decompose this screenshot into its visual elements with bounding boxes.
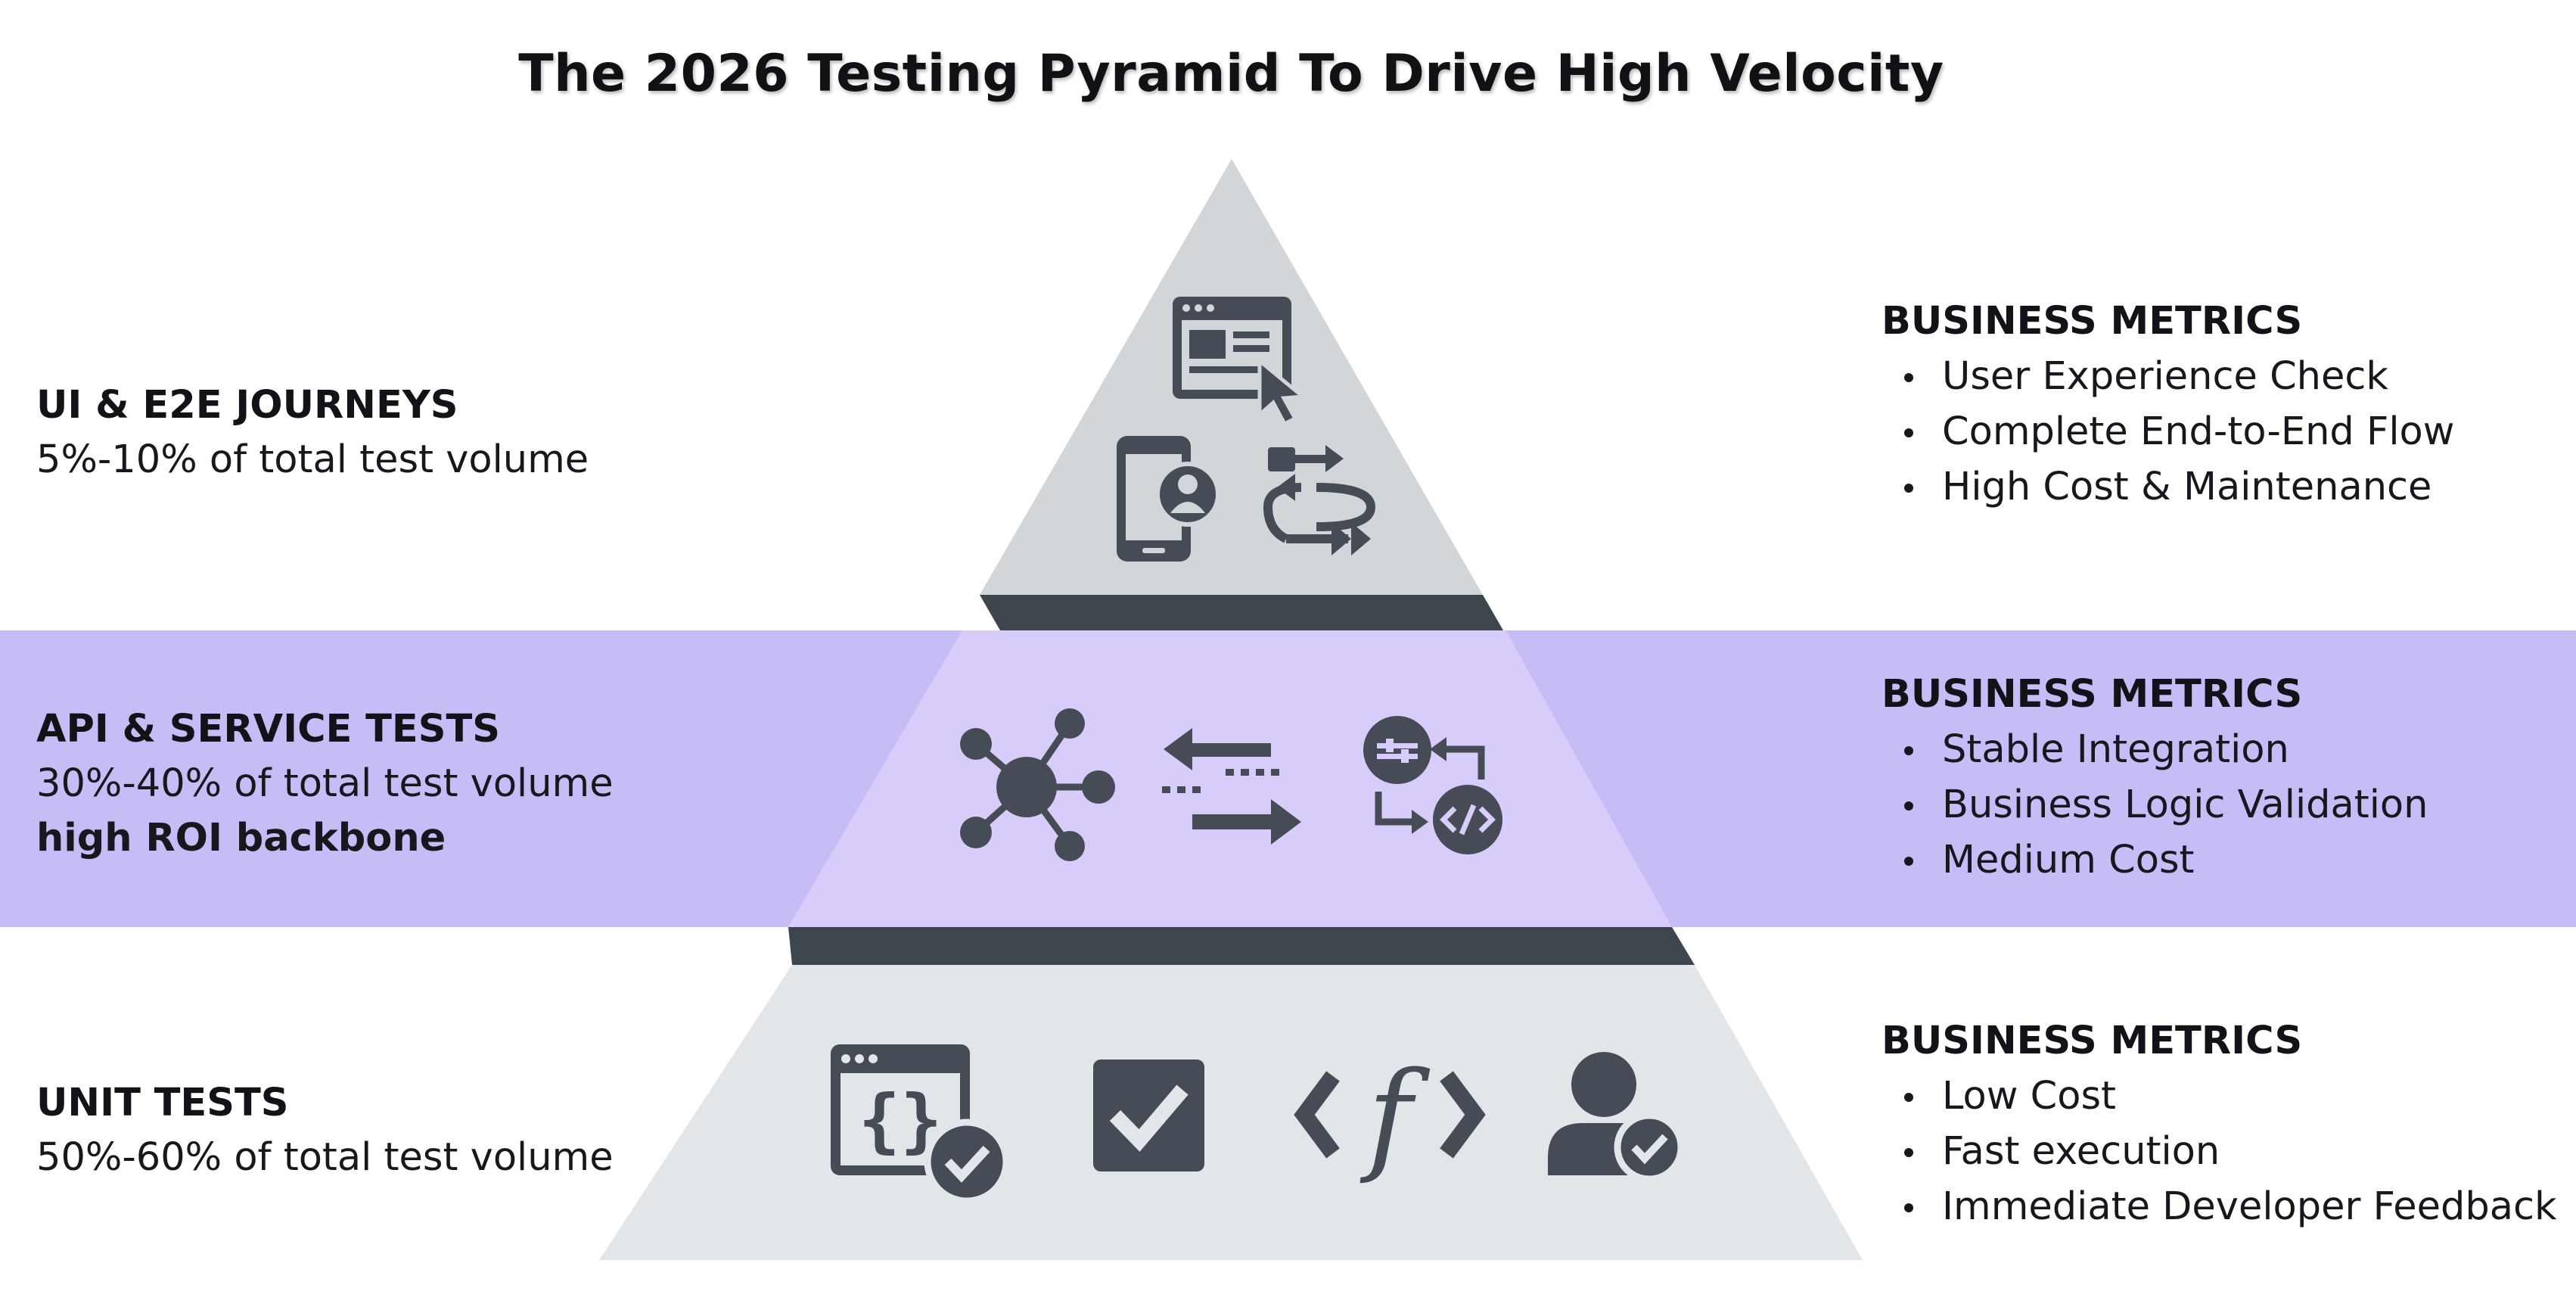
metric-text: Complete End-to-End Flow — [1942, 409, 2455, 454]
bullet-icon — [1904, 428, 1913, 437]
list-item: High Cost & Maintenance — [1882, 459, 2454, 515]
top-tier-shelf — [980, 595, 1503, 630]
list-item: User Experience Check — [1882, 349, 2454, 404]
api-tier-volume: 30%-40% of total test volume — [36, 761, 614, 806]
ui-tier-volume: 5%-10% of total test volume — [36, 437, 589, 482]
metric-text: Business Logic Validation — [1942, 783, 2428, 827]
list-item: Business Logic Validation — [1882, 777, 2428, 832]
mobile-user-icon — [1117, 436, 1220, 562]
unit-tier-metrics: BUSINESS METRICS Low Cost Fast execution… — [1882, 1014, 2557, 1234]
bullet-icon — [1904, 484, 1913, 493]
list-item: Low Cost — [1882, 1069, 2557, 1124]
bullet-icon — [1904, 373, 1913, 382]
bullet-icon — [1904, 1148, 1913, 1157]
list-item: Fast execution — [1882, 1124, 2557, 1179]
pyramid-middle-tier — [788, 630, 1672, 927]
middle-tier-shelf — [788, 927, 1695, 965]
metric-text: Stable Integration — [1942, 727, 2289, 772]
api-tier-label: API & SERVICE TESTS 30%-40% of total tes… — [36, 702, 614, 866]
ui-tier-label: UI & E2E JOURNEYS 5%-10% of total test v… — [36, 378, 589, 487]
service-code-sync-icon — [1363, 716, 1502, 854]
api-tier-metrics: BUSINESS METRICS Stable Integration Busi… — [1882, 667, 2428, 888]
unit-metrics-list: Low Cost Fast execution Immediate Develo… — [1882, 1069, 2557, 1234]
bullet-icon — [1904, 857, 1913, 866]
page-title: The 2026 Testing Pyramid To Drive High V… — [518, 44, 1944, 104]
api-metrics-heading: BUSINESS METRICS — [1882, 672, 2303, 717]
ui-metrics-list: User Experience Check Complete End-to-En… — [1882, 349, 2454, 515]
ui-metrics-heading: BUSINESS METRICS — [1882, 299, 2303, 344]
user-check-icon — [1548, 1052, 1685, 1183]
api-tier-emphasis: high ROI backbone — [36, 816, 446, 860]
ui-tier-heading: UI & E2E JOURNEYS — [36, 383, 458, 428]
metric-text: Low Cost — [1942, 1074, 2117, 1119]
api-tier-heading: API & SERVICE TESTS — [36, 707, 500, 751]
browser-window-cursor-icon — [1173, 297, 1308, 427]
workflow-arrows-icon — [1263, 445, 1376, 555]
metric-text: Immediate Developer Feedback — [1942, 1184, 2557, 1229]
metric-text: User Experience Check — [1942, 354, 2388, 399]
metric-text: Medium Cost — [1942, 838, 2195, 882]
unit-tier-label: UNIT TESTS 50%-60% of total test volume — [36, 1076, 614, 1185]
network-hub-icon — [960, 708, 1115, 861]
metric-text: Fast execution — [1942, 1129, 2220, 1174]
exchange-arrows-icon — [1162, 728, 1301, 845]
checkbox-icon — [1093, 1060, 1204, 1172]
unit-tier-heading: UNIT TESTS — [36, 1081, 289, 1125]
unit-metrics-heading: BUSINESS METRICS — [1882, 1019, 2303, 1063]
bullet-icon — [1904, 746, 1913, 755]
list-item: Stable Integration — [1882, 722, 2428, 777]
code-braces-check-icon: {} — [831, 1044, 1010, 1205]
api-metrics-list: Stable Integration Business Logic Valida… — [1882, 722, 2428, 888]
list-item: Medium Cost — [1882, 832, 2428, 888]
list-item: Immediate Developer Feedback — [1882, 1179, 2557, 1234]
pyramid-bottom-tier — [599, 965, 1863, 1260]
bullet-icon — [1904, 801, 1913, 811]
list-item: Complete End-to-End Flow — [1882, 404, 2454, 459]
bullet-icon — [1904, 1093, 1913, 1102]
ui-tier-metrics: BUSINESS METRICS User Experience Check C… — [1882, 294, 2454, 515]
bullet-icon — [1904, 1203, 1913, 1212]
unit-tier-volume: 50%-60% of total test volume — [36, 1135, 614, 1180]
metric-text: High Cost & Maintenance — [1942, 465, 2432, 509]
